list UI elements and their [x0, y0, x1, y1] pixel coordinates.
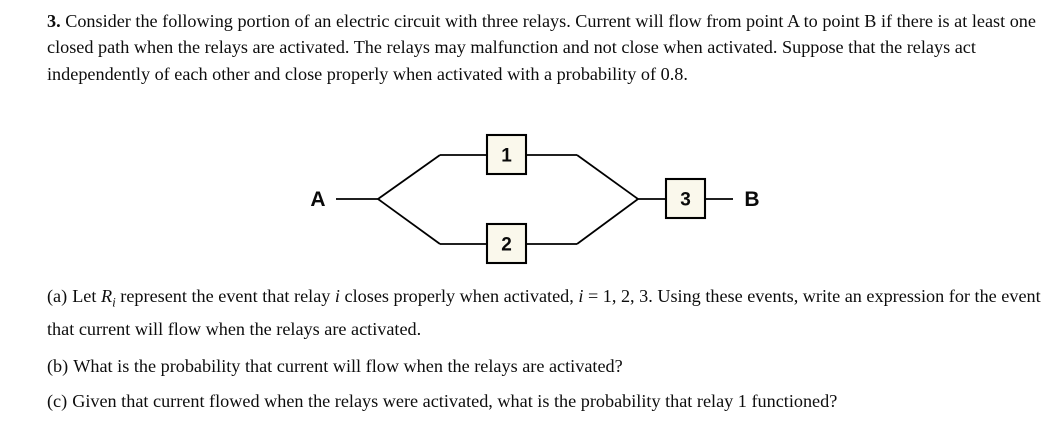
- relay-box-1: 1: [485, 133, 528, 176]
- question-a-var-i-2: i: [578, 286, 584, 306]
- question-a-var-r-sub: i: [112, 294, 116, 310]
- relay-box-3: 3: [664, 177, 707, 220]
- question-a-var-i-1: i: [334, 286, 340, 306]
- question-a-tag: (a): [47, 286, 68, 306]
- question-a-line-2: write an expression for the event that c…: [47, 286, 1041, 339]
- question-a-text-4: = 1, 2, 3. Using these events,: [583, 286, 799, 306]
- question-a: (a)Let Ri represent the event that relay…: [47, 283, 1052, 342]
- problem-line-3: close when activated. Suppose that the r…: [47, 37, 976, 84]
- problem-line-1: Consider the following portion of an ele…: [65, 11, 818, 31]
- terminal-a-label: A: [310, 188, 325, 211]
- relay-2-rect: [485, 222, 528, 265]
- problem-line-2: point B if there is at least one closed …: [47, 11, 1036, 58]
- wire-merge-lower: [576, 198, 639, 245]
- relay-3-label: 3: [680, 190, 691, 211]
- question-a-var-r-base: R: [100, 286, 113, 306]
- wire-split-lower: [377, 198, 441, 245]
- question-a-text-2: represent the event that relay: [115, 286, 335, 306]
- terminal-b-label: B: [744, 188, 759, 211]
- question-c: (c)Given that current flowed when the re…: [47, 388, 1052, 414]
- relay-box-2: 2: [485, 222, 528, 265]
- question-b-text: What is the probability that current wil…: [73, 356, 623, 376]
- circuit-diagram: A 1: [300, 128, 770, 273]
- relay-2-label: 2: [501, 235, 512, 256]
- relay-1-label: 1: [501, 146, 512, 167]
- question-b: (b)What is the probability that current …: [47, 353, 1052, 379]
- relay-3-rect: [664, 177, 707, 220]
- question-a-var-r: Ri: [100, 286, 116, 310]
- relay-1-rect: [485, 133, 528, 176]
- problem-statement: 3. Consider the following portion of an …: [47, 8, 1047, 87]
- question-a-text-1: Let: [72, 286, 101, 306]
- problem-number: 3.: [47, 11, 61, 31]
- problem-line-4: activated with a probability of 0.8.: [436, 63, 688, 84]
- wire-split-upper: [377, 154, 441, 200]
- wire-merge-upper: [576, 154, 639, 200]
- question-c-tag: (c): [47, 391, 68, 411]
- question-a-text-3: closes properly when activated,: [339, 286, 579, 306]
- question-b-tag: (b): [47, 356, 69, 376]
- question-c-text: Given that current flowed when the relay…: [72, 391, 838, 411]
